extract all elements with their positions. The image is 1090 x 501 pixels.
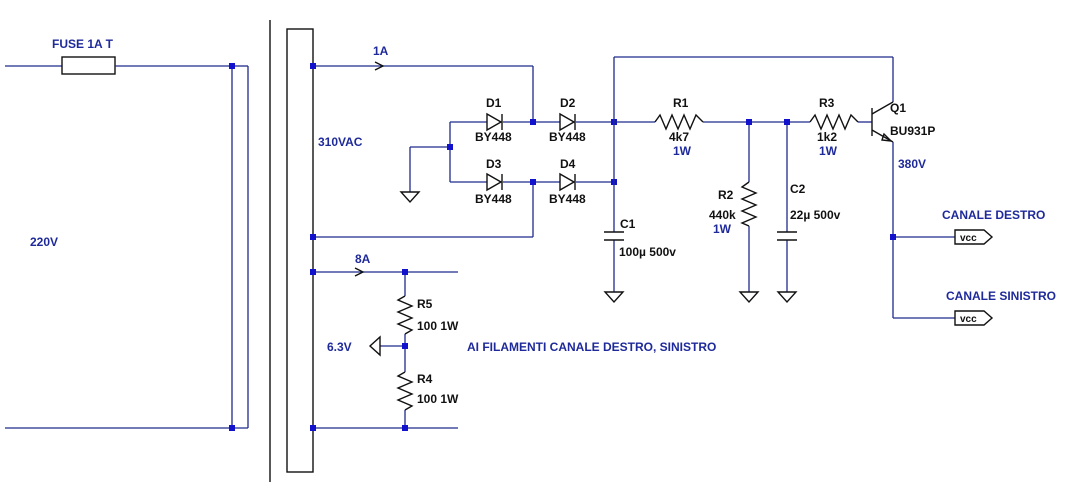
output-voltage-label: 380V xyxy=(898,157,926,171)
d3-value: BY448 xyxy=(475,192,512,206)
resistor-r2 xyxy=(740,181,758,227)
vcc-flag-right: vcc xyxy=(954,229,994,245)
r1-ref: R1 xyxy=(673,96,689,110)
c2-ref: C2 xyxy=(790,182,806,196)
d3-ref: D3 xyxy=(486,157,502,171)
current-fil-label: 8A xyxy=(355,252,371,266)
ground-symbol xyxy=(368,335,381,357)
output-right-label: CANALE DESTRO xyxy=(942,208,1045,222)
capacitor-c1 xyxy=(604,231,624,241)
r2-ref: R2 xyxy=(718,188,734,202)
diode-d2 xyxy=(559,112,576,132)
transistor-q1 xyxy=(871,101,894,143)
c2-value: 22µ 500v xyxy=(790,208,841,222)
q1-value: BU931P xyxy=(890,124,935,138)
transformer xyxy=(269,20,314,482)
r4-value: 100 1W xyxy=(417,392,459,406)
hv-secondary-wiring xyxy=(310,61,534,240)
fuse-label: FUSE 1A T xyxy=(52,37,114,51)
r4-ref: R4 xyxy=(417,372,433,386)
ground-symbol xyxy=(776,291,798,304)
r1-power: 1W xyxy=(673,144,692,158)
resistor-r5 xyxy=(396,295,414,335)
vcc-flag-left-text: vcc xyxy=(960,314,977,325)
resistor-r3 xyxy=(809,113,859,131)
filament-wiring xyxy=(310,267,458,431)
r5-value: 100 1W xyxy=(417,319,459,333)
r3-power: 1W xyxy=(819,144,838,158)
r3-value: 1k2 xyxy=(817,130,837,144)
ground-symbol xyxy=(399,191,421,204)
filament-voltage-label: 6.3V xyxy=(327,340,352,354)
mains-wiring xyxy=(5,56,249,431)
diode-d4 xyxy=(559,172,576,192)
r2-value: 440k xyxy=(709,208,736,222)
secondary-hv-label: 310VAC xyxy=(318,135,363,149)
r1-value: 4k7 xyxy=(669,130,689,144)
d2-ref: D2 xyxy=(560,96,576,110)
d2-value: BY448 xyxy=(549,130,586,144)
fuse-symbol xyxy=(61,56,116,75)
r3-ref: R3 xyxy=(819,96,835,110)
output-wiring xyxy=(890,142,955,319)
ground-symbol xyxy=(738,291,760,304)
diode-d3 xyxy=(486,172,503,192)
regulator-wiring xyxy=(603,56,894,304)
filament-note: AI FILAMENTI CANALE DESTRO, SINISTRO xyxy=(467,340,716,354)
d1-value: BY448 xyxy=(475,130,512,144)
ground-symbol xyxy=(603,291,625,304)
q1-ref: Q1 xyxy=(890,101,906,115)
resistor-r4 xyxy=(396,371,414,411)
vcc-flag-right-text: vcc xyxy=(960,233,977,244)
mains-voltage-label: 220V xyxy=(30,235,58,249)
d1-ref: D1 xyxy=(486,96,502,110)
capacitor-c2 xyxy=(777,231,797,241)
diode-d1 xyxy=(486,112,503,132)
output-left-label: CANALE SINISTRO xyxy=(946,289,1056,303)
d4-ref: D4 xyxy=(560,157,576,171)
r5-ref: R5 xyxy=(417,297,433,311)
d4-value: BY448 xyxy=(549,192,586,206)
c1-ref: C1 xyxy=(620,217,636,231)
current-hv-label: 1A xyxy=(373,44,389,58)
r2-power: 1W xyxy=(713,222,732,236)
c1-value: 100µ 500v xyxy=(619,245,676,259)
resistor-r1 xyxy=(654,113,704,131)
vcc-flag-left: vcc xyxy=(954,310,994,326)
